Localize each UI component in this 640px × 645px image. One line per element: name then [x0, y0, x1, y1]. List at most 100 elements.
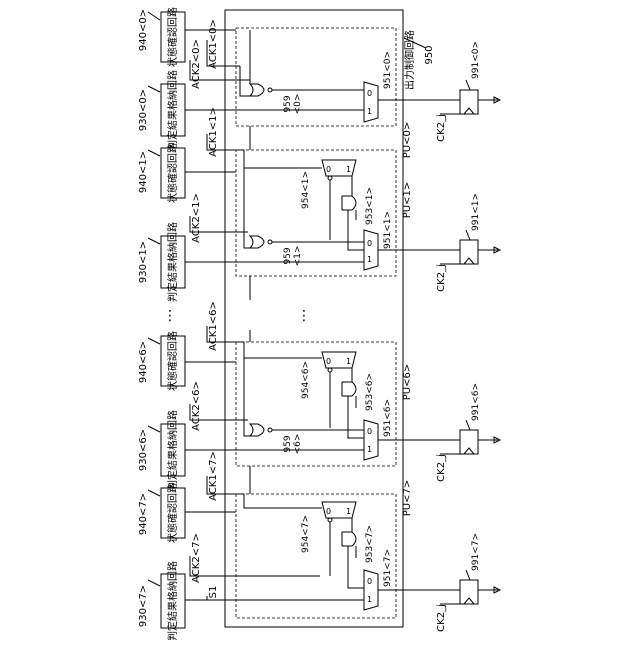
and-gate-953-7	[342, 532, 356, 546]
s1-wire	[207, 596, 360, 600]
and-gate-953-1	[342, 196, 356, 210]
svg-text:0: 0	[326, 357, 331, 366]
unit-1: 0 1 0 1 954<1> 953<1> 959 <1> 951<1>	[244, 160, 460, 270]
svg-text:951<1>: 951<1>	[383, 211, 393, 249]
mux-951-1	[364, 230, 378, 270]
svg-text:1: 1	[367, 255, 372, 264]
ack2-7-wire	[190, 556, 320, 576]
svg-text:940<6>: 940<6>	[138, 341, 149, 383]
svg-text:930<7>: 930<7>	[138, 585, 149, 627]
source-940-1: 状態確認回路 940<1>	[138, 143, 185, 203]
svg-text:0: 0	[367, 89, 372, 98]
svg-text:0: 0	[367, 577, 372, 586]
svg-text:951<0>: 951<0>	[383, 51, 393, 89]
source-930-7: 判定結果格納回路 930<7>	[138, 561, 185, 640]
svg-text:CK2_j: CK2_j	[436, 114, 447, 142]
source-930-1: 判定結果格納回路 930<1>	[138, 222, 185, 302]
svg-text:954<6>: 954<6>	[301, 361, 311, 399]
svg-text:判定結果格納回路: 判定結果格納回路	[166, 410, 179, 490]
unit-6: 0 1 0 1 954<6> 953<6> 959 <6> 951<6>	[244, 352, 460, 460]
ack2-6-label: ACK2<6>	[191, 381, 202, 431]
ack1-0-label: ACK1<0>	[208, 19, 219, 69]
svg-text:判定結果格納回路: 判定結果格納回路	[166, 222, 179, 302]
svg-text:0: 0	[326, 165, 331, 174]
ack1-1-label: ACK1<1>	[208, 107, 219, 157]
pu-0-label: PU<0>	[402, 122, 413, 158]
source-930-6: 判定結果格納回路 930<6>	[138, 410, 185, 490]
svg-text:1: 1	[367, 595, 372, 604]
ack1-7-label: ACK1<7>	[208, 451, 219, 501]
svg-text:<6>: <6>	[293, 434, 303, 455]
svg-text:状態確認回路: 状態確認回路	[166, 483, 179, 543]
mux-951-7	[364, 570, 378, 610]
svg-text:991<7>: 991<7>	[471, 533, 481, 571]
pu-1-label: PU<1>	[402, 182, 413, 218]
svg-text:状態確認回路: 状態確認回路	[166, 331, 179, 391]
svg-text:951<6>: 951<6>	[383, 399, 393, 437]
svg-text:940<7>: 940<7>	[138, 493, 149, 535]
s1-label: S1	[208, 586, 219, 599]
ack1-6-label: ACK1<6>	[208, 301, 219, 351]
svg-text:959: 959	[283, 435, 293, 452]
svg-text:951<7>: 951<7>	[383, 549, 393, 587]
svg-text:991<6>: 991<6>	[471, 383, 481, 421]
svg-text:0: 0	[367, 239, 372, 248]
svg-text:954<7>: 954<7>	[301, 515, 311, 553]
nor-gate-959-6	[250, 424, 264, 436]
source-940-7: 状態確認回路 940<7>	[138, 483, 185, 543]
svg-text:<1>: <1>	[293, 246, 303, 267]
svg-text:CK2_j: CK2_j	[436, 604, 447, 632]
svg-text:930<1>: 930<1>	[138, 241, 149, 283]
svg-text:1: 1	[346, 357, 351, 366]
svg-text:判定結果格納回路: 判定結果格納回路	[166, 561, 179, 640]
svg-text:954<1>: 954<1>	[301, 171, 311, 209]
mux-951-0	[364, 82, 378, 122]
svg-text:<0>: <0>	[293, 94, 303, 115]
nor-gate-959-1	[250, 236, 264, 248]
source-930-0: 判定結果格納回路 930<0>	[138, 70, 185, 150]
svg-text:953<7>: 953<7>	[365, 525, 375, 563]
ack1-7-wire	[207, 476, 322, 508]
svg-text:930<6>: 930<6>	[138, 429, 149, 471]
ack2-1-label: ACK2<1>	[191, 193, 202, 243]
svg-text:状態確認回路: 状態確認回路	[166, 7, 179, 67]
flipflop-991-0: 991<0> CK2_j	[436, 41, 500, 142]
svg-text:953<1>: 953<1>	[365, 187, 375, 225]
mux-951-6	[364, 420, 378, 460]
svg-text:940<0>: 940<0>	[138, 9, 149, 51]
svg-text:940<1>: 940<1>	[138, 151, 149, 193]
pu-6-label: PU<6>	[402, 364, 413, 400]
output-control-block	[225, 10, 403, 627]
nor-gate-959-0	[250, 84, 264, 96]
svg-text:953<6>: 953<6>	[365, 373, 375, 411]
svg-text:930<0>: 930<0>	[138, 89, 149, 131]
svg-text:991<0>: 991<0>	[471, 41, 481, 79]
svg-text:0: 0	[326, 507, 331, 516]
and-gate-953-6	[342, 382, 356, 396]
svg-text:959: 959	[283, 247, 293, 264]
svg-text:991<1>: 991<1>	[471, 193, 481, 231]
svg-text:1: 1	[367, 445, 372, 454]
ellipsis-sources: ⋮	[163, 308, 177, 324]
svg-text:959: 959	[283, 95, 293, 112]
svg-text:1: 1	[346, 165, 351, 174]
unit-7: 0 1 0 1 954<7> 953<7> 951<7>	[228, 502, 460, 610]
unit-0: 0 1 959 <0> 951<0>	[240, 30, 460, 122]
ack2-0-label: ACK2<0>	[191, 39, 202, 89]
output-control-label: 出力制御回路	[403, 30, 416, 90]
pu-7-label: PU<7>	[402, 480, 413, 516]
source-940-6: 状態確認回路 940<6>	[138, 331, 185, 391]
svg-text:CK2_j: CK2_j	[436, 264, 447, 292]
svg-text:判定結果格納回路: 判定結果格納回路	[166, 70, 179, 150]
source-940-0: 状態確認回路 940<0>	[138, 7, 185, 67]
ack1-1-wire	[207, 134, 322, 168]
ack2-7-label: ACK2<7>	[191, 533, 202, 583]
flipflop-991-6: 991<6> CK2_j	[436, 383, 500, 482]
svg-text:CK2_j: CK2_j	[436, 454, 447, 482]
svg-text:1: 1	[367, 107, 372, 116]
svg-text:1: 1	[346, 507, 351, 516]
ellipsis-inner: ⋮	[297, 308, 311, 324]
svg-text:0: 0	[367, 427, 372, 436]
